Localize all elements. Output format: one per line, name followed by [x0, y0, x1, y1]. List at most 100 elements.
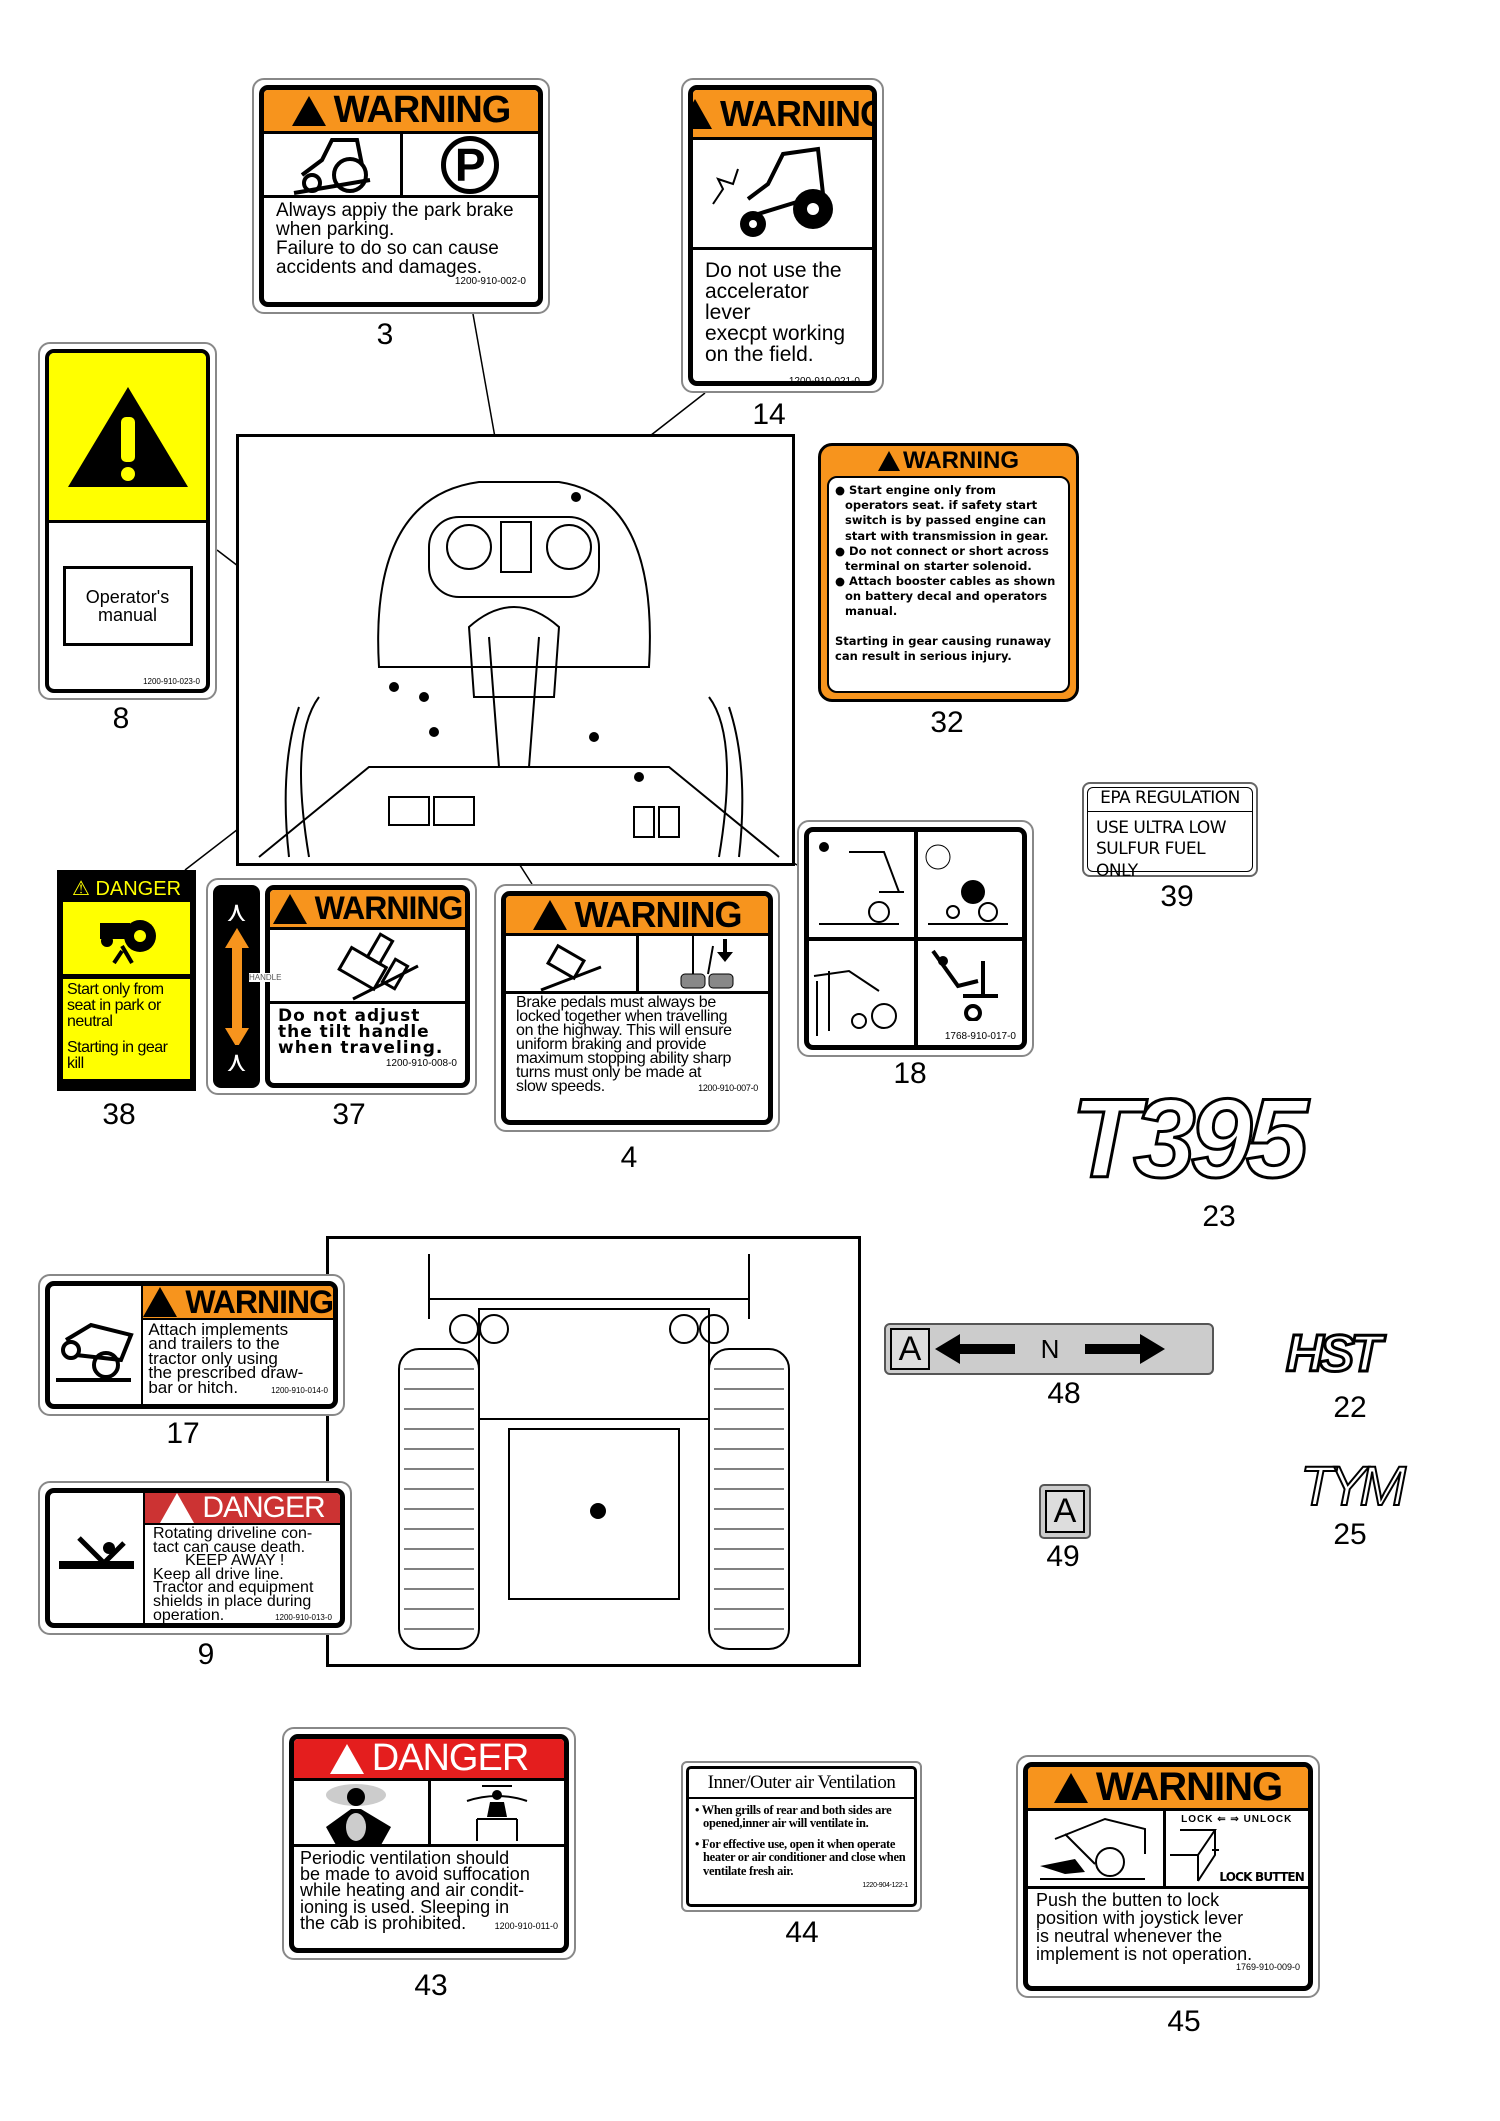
- decal-text: bar or hitch.: [148, 1377, 239, 1397]
- decal-a-badge: A: [1039, 1484, 1091, 1539]
- callout-number: 39: [1160, 880, 1194, 913]
- manual-label: Operator's manual: [85, 587, 170, 625]
- decal-text: accidents and damages.: [276, 257, 482, 278]
- decal-text: Rotating driveline con-: [153, 1525, 313, 1542]
- cab-operator-icon: [427, 1781, 565, 1844]
- decal-text: is neutral whenever the: [1036, 1926, 1223, 1946]
- neutral-label: N: [1040, 1333, 1060, 1364]
- callout-number: 3: [376, 318, 394, 351]
- decal-footer: Starting in gear causing runaway can res…: [835, 633, 1051, 663]
- warning-triangle-icon: [878, 451, 900, 471]
- warning-triangle-icon: [1053, 1772, 1088, 1803]
- tractor-tip-icon: [506, 936, 636, 991]
- warning-triangle-icon: [532, 899, 567, 930]
- decal-text: Attach implements: [148, 1320, 289, 1339]
- part-number: 1220-904-122-1: [862, 1881, 908, 1889]
- warning-triangle-icon: [272, 893, 307, 924]
- decal-text: Periodic ventilation should: [300, 1848, 510, 1868]
- decal-joystick-lock-warning: WARNING LOCK ⇐ ⇒ UNLOCK LOCK BUTTEN Push…: [1016, 1755, 1320, 1998]
- decal-text: on the field.: [705, 343, 814, 366]
- decal-text: the cab is prohibited.: [300, 1912, 467, 1933]
- decal-header: WARNING: [720, 92, 877, 134]
- t395-logo: T395: [1069, 1076, 1309, 1201]
- lock-button-label: LOCK BUTTEN: [1219, 1870, 1304, 1884]
- warning-triangle-icon: [160, 1493, 195, 1523]
- decal-header: WARNING: [185, 1283, 333, 1320]
- decal-text: on the highway. This will ensure: [516, 1022, 732, 1040]
- decal-footer: Starting in gear kill: [67, 1039, 168, 1072]
- callout-number: 38: [102, 1098, 136, 1131]
- bullet-item: • When grills of rear and both sides are…: [695, 1803, 892, 1831]
- decal-text: position with joystick lever: [1036, 1908, 1244, 1928]
- tractor-runover-icon: [264, 134, 400, 195]
- part-number: 1200-910-021-0: [788, 376, 860, 386]
- callout-number: 25: [1333, 1518, 1367, 1551]
- decal-text: be made to avoid suffocation: [300, 1864, 530, 1885]
- decal-text: SULFUR FUEL ONLY: [1096, 839, 1206, 881]
- decal-text: tractor only using: [148, 1348, 278, 1368]
- decal-text: neutral: [67, 1013, 113, 1030]
- bullet-item: • For effective use, open it when operat…: [695, 1837, 906, 1878]
- handle-text: HANDLE: [249, 973, 282, 982]
- bullet-item: ● Do not connect or short across termina…: [835, 543, 1049, 573]
- callout-number: 14: [752, 398, 786, 431]
- decal-text: uniform braking and provide: [516, 1036, 707, 1054]
- tractor-rear-illustration: [326, 1236, 861, 1667]
- lock-button-diagram: LOCK ⇐ ⇒ UNLOCK LOCK BUTTEN: [1162, 1811, 1309, 1886]
- bullet-item: ● Start engine only from operators seat.…: [835, 483, 1049, 543]
- decal-text: when parking.: [276, 219, 395, 240]
- callout-number: 9: [197, 1638, 215, 1671]
- warning-triangle-icon: [143, 1287, 178, 1317]
- decal-text: shields in place during: [153, 1592, 312, 1610]
- decal-text: Failure to do so can cause: [276, 238, 499, 259]
- part-number: 1200-910-007-0: [698, 1083, 758, 1094]
- decal-shuttle-direction: A N: [884, 1323, 1214, 1375]
- callout-number: 17: [166, 1417, 200, 1450]
- decal-text: slow speeds.: [516, 1078, 605, 1096]
- decal-header: DANGER: [202, 1491, 325, 1524]
- dashboard-drawing: [258, 481, 780, 858]
- tractor-dashboard-illustration: [236, 434, 795, 866]
- decal-text: locked together when travelling: [516, 1008, 728, 1026]
- power-line-icon: [809, 940, 914, 1045]
- part-number: 1200-910-023-0: [143, 677, 200, 686]
- callout-number: 45: [1167, 2005, 1201, 2038]
- a-badge: A: [890, 1328, 930, 1370]
- bale-roll-icon: [917, 832, 1022, 937]
- callout-number: 22: [1333, 1391, 1367, 1424]
- warning-triangle-icon: [49, 353, 206, 523]
- callout-number: 32: [930, 706, 964, 739]
- decal-text: Do not adjust: [278, 1006, 421, 1026]
- warning-triangle-icon: [329, 1743, 364, 1774]
- decal-text: accelerator lever: [705, 280, 809, 324]
- decal-title: EPA REGULATION: [1088, 788, 1252, 812]
- decal-text: operation.: [153, 1606, 225, 1624]
- part-number: 1200-910-011-0: [494, 1920, 558, 1931]
- decal-driveline-danger: DANGER Rotating driveline con-tact can c…: [38, 1481, 352, 1635]
- part-number: 1200-910-013-0: [275, 1612, 332, 1622]
- part-number: 1200-910-002-0: [454, 276, 526, 287]
- a-badge: A: [1045, 1490, 1085, 1533]
- decal-text: when traveling.: [278, 1038, 444, 1059]
- decal-text: Keep all drive line.: [153, 1565, 284, 1583]
- decal-header: WARNING: [314, 890, 464, 926]
- callout-number: 43: [414, 1969, 448, 2002]
- bullet-item: ● Attach booster cables as shown on batt…: [835, 574, 1056, 619]
- callout-number: 44: [785, 1916, 819, 1949]
- unlock-label: UNLOCK: [1243, 1814, 1293, 1825]
- decal-text: Always appiy the park brake: [276, 200, 514, 221]
- loader-crush-icon: [1028, 1811, 1163, 1886]
- decal-text: the prescribed draw-: [148, 1363, 304, 1383]
- decal-text: tact can cause death.: [153, 1538, 306, 1556]
- decal-text: Tractor and equipment: [153, 1579, 314, 1597]
- decal-text: Start only from: [67, 981, 164, 998]
- suffocation-icon: [294, 1781, 428, 1844]
- decal-text: ioning is used. Sleeping in: [300, 1896, 510, 1917]
